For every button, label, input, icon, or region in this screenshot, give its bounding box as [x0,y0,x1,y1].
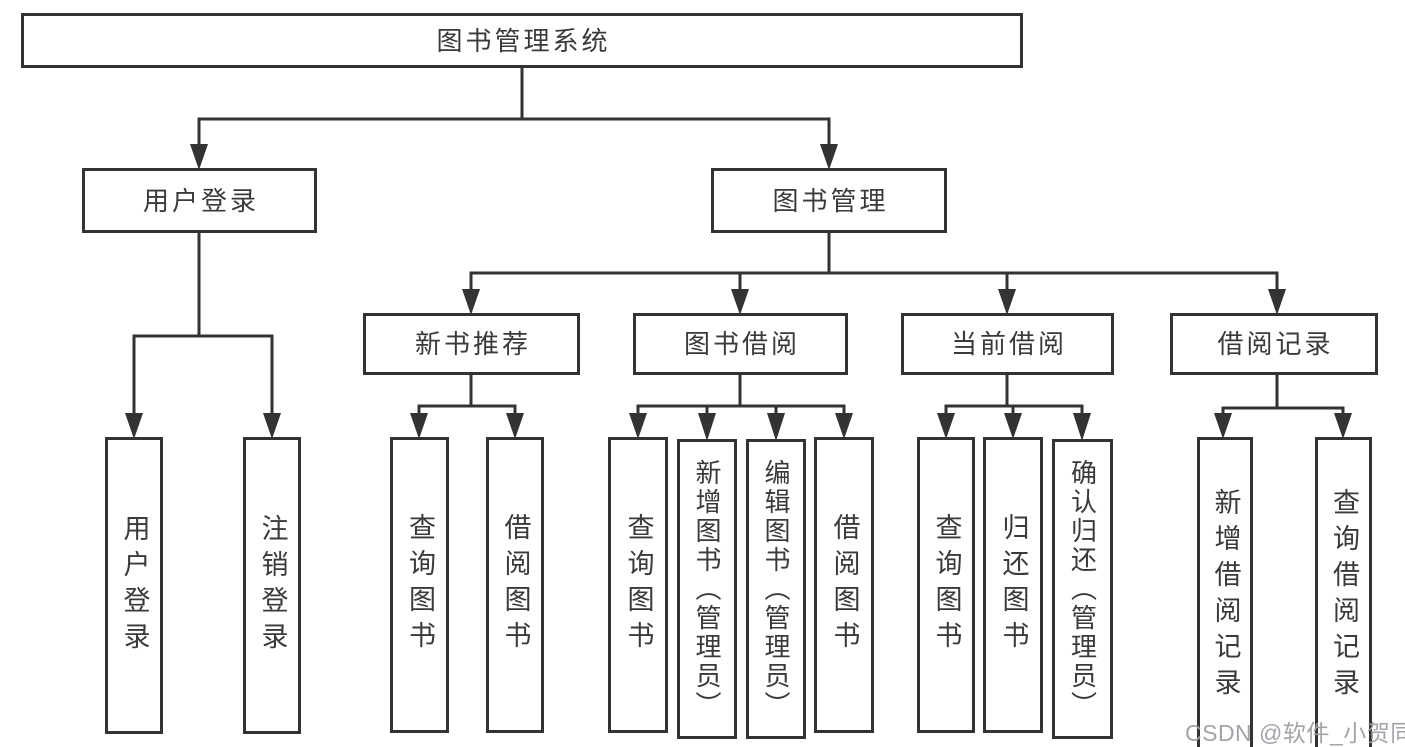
node-br-query-record: 查询借阅记录 [1315,437,1372,747]
node-bb-query-books: 查询图书 [608,437,668,733]
node-newrec-query-books-label: 查询图书 [405,513,435,657]
node-newrec-borrow-books-label: 借阅图书 [500,513,531,657]
node-bb-borrow-books-label: 借阅图书 [829,513,860,657]
node-newrec-query-books: 查询图书 [390,437,449,733]
node-bb-add-books-admin-label: 新增图书（管理员） [692,458,722,720]
node-cb-query-books-label: 查询图书 [931,513,962,657]
node-login-label: 用户登录 [119,513,150,658]
node-root-label: 图书管理系统 [436,25,611,56]
csdn-watermark: CSDN @软件_小贺同学 [1185,720,1405,746]
node-logout: 注销登录 [243,437,301,734]
node-cb-return-books-label: 归还图书 [998,513,1029,657]
node-newrec-borrow-books: 借阅图书 [486,437,544,733]
node-bb-edit-books-admin-label: 编辑图书（管理员） [761,458,791,720]
node-logout-label: 注销登录 [257,513,288,658]
node-current-borrow: 当前借阅 [901,313,1114,375]
node-br-add-record-label: 新增借阅记录 [1210,488,1241,704]
node-br-query-record-label: 查询借阅记录 [1329,488,1359,704]
connector-curborrow-to-children [944,375,1084,414]
connector-userlogin-to-children [132,233,274,414]
node-book-management: 图书管理 [711,168,947,233]
node-cb-return-books: 归还图书 [983,437,1043,733]
node-login: 用户登录 [105,437,163,734]
node-bb-query-books-label: 查询图书 [623,513,654,657]
node-borrow-records-label: 借阅记录 [1217,329,1334,359]
node-book-borrow: 图书借阅 [633,313,848,375]
connector-bookmgmt-to-children [469,233,1279,291]
connector-borrowrec-to-children [1221,375,1345,414]
node-bb-borrow-books: 借阅图书 [814,437,874,733]
node-current-borrow-label: 当前借阅 [950,329,1067,359]
node-new-book-recommend-label: 新书推荐 [414,329,531,359]
node-new-book-recommend: 新书推荐 [363,313,580,375]
node-book-borrow-label: 图书借阅 [683,329,800,359]
node-cb-query-books: 查询图书 [917,437,975,733]
node-cb-confirm-return-admin: 确认归还（管理员） [1052,439,1113,739]
connector-bookborrow-to-children [636,375,846,414]
node-user-login-label: 用户登录 [142,185,259,216]
node-br-add-record: 新增借阅记录 [1197,437,1253,747]
node-bb-edit-books-admin: 编辑图书（管理员） [746,439,806,739]
connector-newrec-to-children [417,375,517,414]
node-user-login: 用户登录 [82,168,317,233]
node-borrow-records: 借阅记录 [1170,313,1378,375]
connector-root-to-level2 [197,68,831,146]
node-cb-confirm-return-admin-label: 确认归还（管理员） [1067,458,1098,720]
node-bb-add-books-admin: 新增图书（管理员） [677,439,737,739]
node-root: 图书管理系统 [21,13,1023,68]
arrowheads [125,144,1352,441]
node-book-management-label: 图书管理 [772,185,889,216]
